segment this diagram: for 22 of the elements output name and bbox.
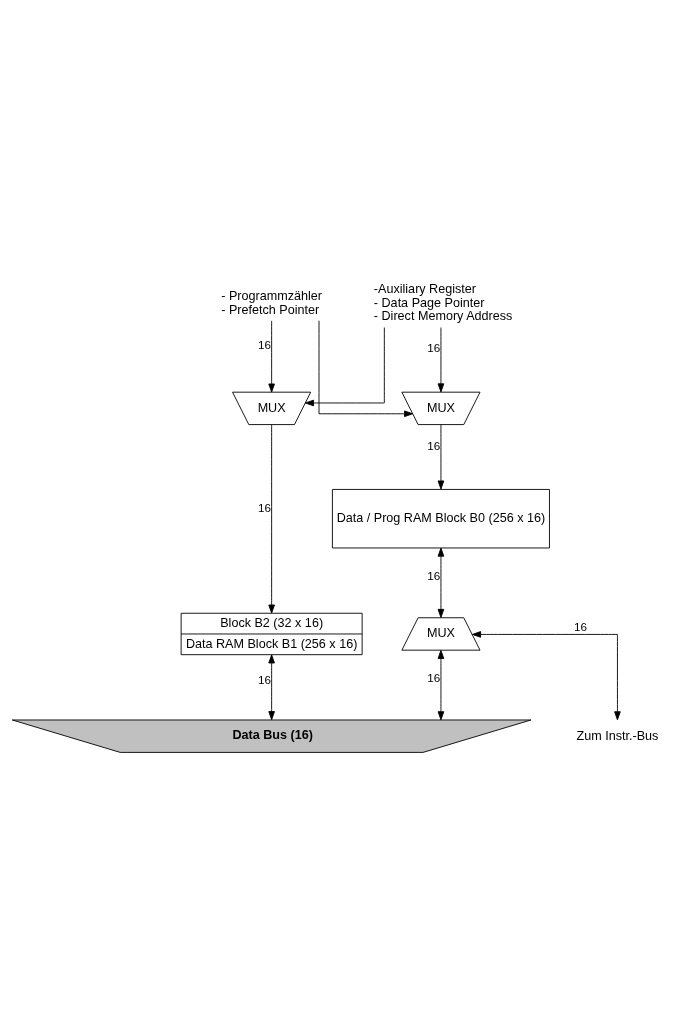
node-box: Data / Prog RAM Block B0 (256 x 16) [331, 489, 550, 549]
edge-label: 16 [257, 338, 271, 352]
edge-label: 16 [257, 673, 271, 687]
arrow [437, 649, 445, 721]
arrow [472, 631, 621, 721]
edge-label: 16 [427, 568, 441, 582]
edge-label: 16 [427, 341, 441, 355]
arrow [268, 654, 275, 721]
arrow [268, 320, 275, 393]
node-text: -Auxiliary Register - Data Page Pointer - Direct Memory Address [373, 282, 513, 324]
edge-label: 16 [427, 670, 441, 684]
arrow [437, 424, 445, 490]
arrow [318, 320, 414, 418]
edge-label: 16 [573, 620, 587, 634]
node-text: - Programmzähler - Prefetch Pointer [221, 289, 322, 317]
arrow [437, 327, 445, 393]
edge-label: 16 [257, 500, 271, 514]
node-text: Zum Instr.-Bus [576, 728, 659, 743]
edge-label: 16 [427, 438, 441, 452]
arrow [268, 424, 275, 614]
arrow [437, 547, 445, 618]
arrow [305, 327, 385, 407]
